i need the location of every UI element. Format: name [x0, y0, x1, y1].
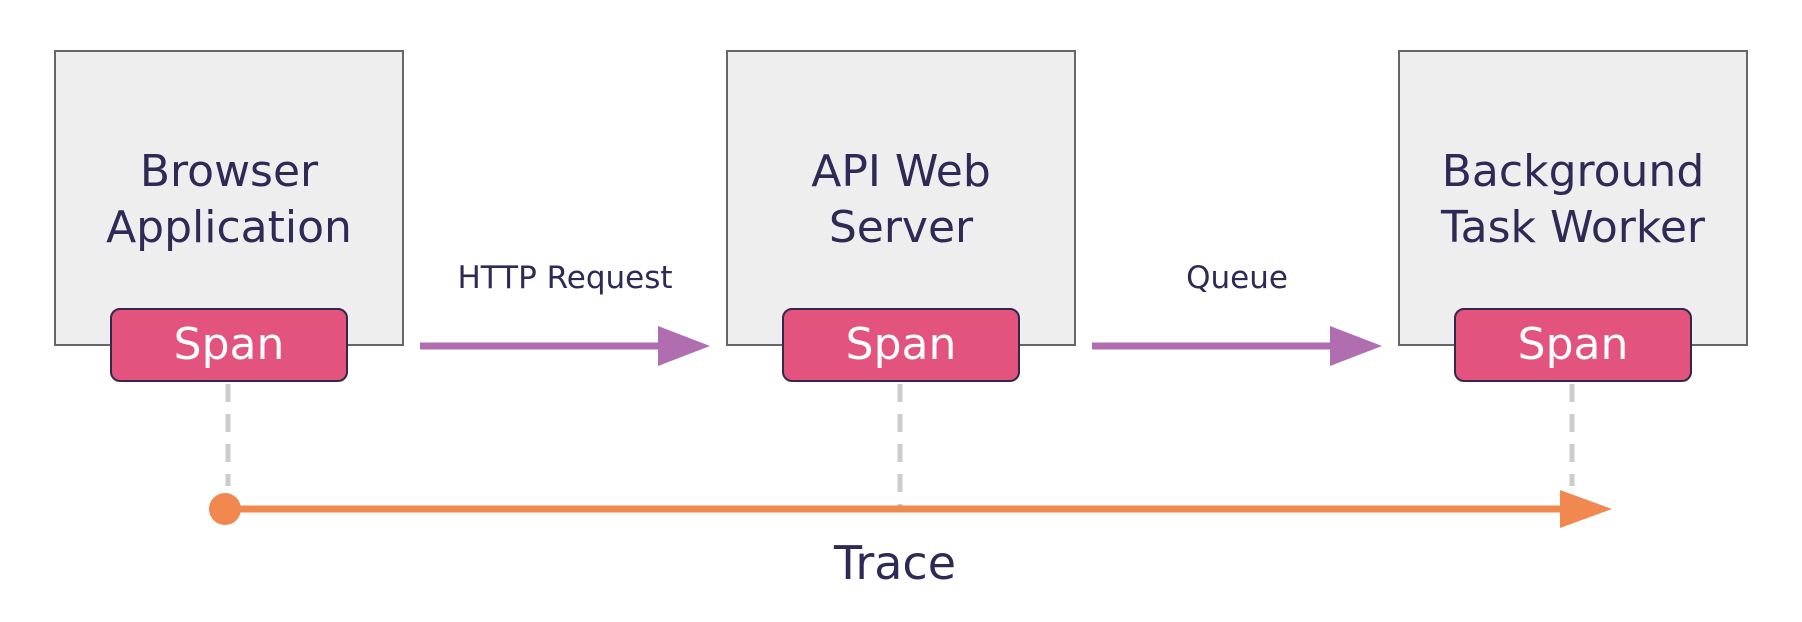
node-label-line2: Task Worker	[1441, 202, 1705, 253]
node-browser-application: Browser Application	[54, 50, 404, 346]
http-request-arrow-head	[658, 326, 710, 366]
span-badge-browser: Span	[110, 308, 348, 382]
edge-label-http-request: HTTP Request	[457, 260, 673, 296]
node-label-line1: Background	[1441, 146, 1705, 197]
span-badge-worker: Span	[1454, 308, 1692, 382]
node-label-line1: API Web	[811, 146, 991, 197]
node-label-line2: Server	[828, 202, 974, 253]
node-label: Background Task Worker	[1400, 144, 1746, 256]
span-badge-api: Span	[782, 308, 1020, 382]
node-background-task-worker: Background Task Worker	[1398, 50, 1748, 346]
trace-arrow-head	[1560, 490, 1612, 528]
node-label: Browser Application	[56, 144, 402, 256]
queue-arrow-head	[1330, 326, 1382, 366]
edge-label-queue: Queue	[1186, 260, 1288, 296]
trace-label: Trace	[833, 536, 957, 590]
node-label: API Web Server	[728, 144, 1074, 256]
node-label-line2: Application	[106, 202, 352, 253]
node-api-web-server: API Web Server	[726, 50, 1076, 346]
node-label-line1: Browser	[139, 146, 319, 197]
